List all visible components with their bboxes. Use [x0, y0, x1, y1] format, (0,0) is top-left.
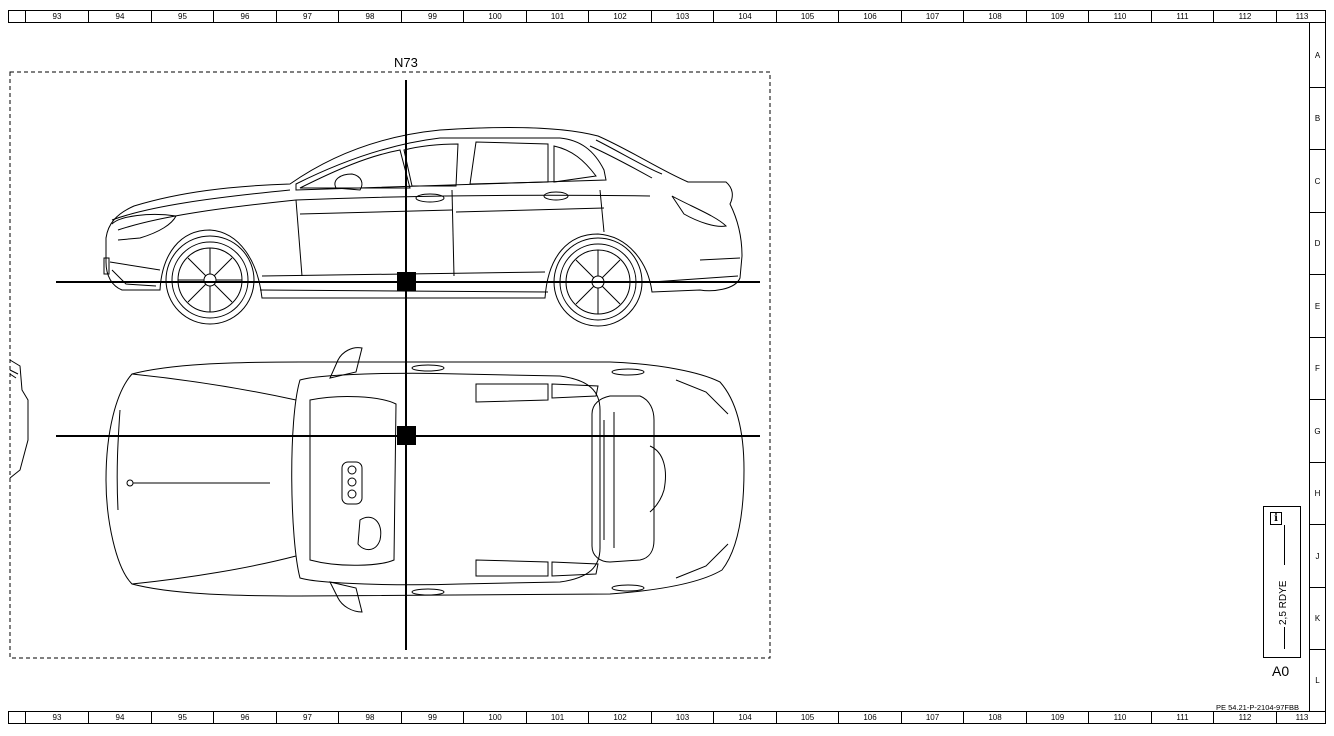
row-ruler-cell: J	[1310, 524, 1325, 587]
row-ruler-cell: H	[1310, 462, 1325, 524]
column-ruler-cell: 103	[651, 11, 713, 22]
column-ruler-cell: 102	[588, 11, 651, 22]
row-ruler-cell: C	[1310, 149, 1325, 212]
top-view	[105, 347, 745, 613]
column-ruler-cell: 100	[463, 712, 526, 723]
column-ruler-cell: 107	[901, 712, 963, 723]
column-ruler-cell: 110	[1088, 11, 1151, 22]
row-ruler-cell: A	[1314, 50, 1321, 60]
row-ruler-cell: F	[1310, 337, 1325, 399]
wire-label: 2,5 RDYE	[1278, 580, 1289, 625]
column-ruler-cell: 108	[963, 712, 1026, 723]
column-ruler-cell: 93	[25, 712, 88, 723]
column-ruler-cell: 111	[1151, 712, 1213, 723]
column-ruler-cell: 97	[276, 712, 338, 723]
row-ruler-cell: K	[1310, 587, 1325, 649]
partial-view-outline	[9, 359, 29, 479]
column-ruler-cell: 102	[588, 712, 651, 723]
column-ruler-bottom: 93 94 95 96 97 98 99 100 101 102 103 104…	[8, 711, 1326, 724]
column-ruler-cell: 113	[1276, 11, 1327, 22]
row-ruler: A B C D E F G H J K L	[1309, 23, 1326, 711]
location-marker-side	[397, 272, 416, 291]
column-ruler-cell: 104	[713, 712, 776, 723]
column-ruler-cell: 105	[776, 11, 838, 22]
column-ruler-cell: 95	[151, 11, 213, 22]
column-ruler-cell: 109	[1026, 11, 1088, 22]
column-ruler-cell: 101	[526, 11, 588, 22]
row-ruler-cell: B	[1310, 87, 1325, 149]
column-ruler-cell: 111	[1151, 11, 1213, 22]
column-ruler-cell: 93	[25, 11, 88, 22]
column-ruler-cell: 98	[338, 11, 401, 22]
column-ruler-cell: 101	[526, 712, 588, 723]
column-ruler-cell: 108	[963, 11, 1026, 22]
column-ruler-cell: 112	[1213, 11, 1276, 22]
document-id: PE 54.21-P-2104-97FBB	[1216, 703, 1299, 712]
connector-box: i 2,5 RDYE	[1263, 506, 1301, 658]
row-ruler-cell: E	[1310, 274, 1325, 337]
component-label: N73	[394, 55, 418, 70]
column-ruler-cell: 99	[401, 11, 463, 22]
column-ruler-cell: 96	[213, 11, 276, 22]
column-ruler-cell: 96	[213, 712, 276, 723]
component-area-frame	[9, 71, 771, 659]
column-ruler-cell: 107	[901, 11, 963, 22]
column-ruler-cell: 103	[651, 712, 713, 723]
row-ruler-cell: D	[1310, 212, 1325, 274]
column-ruler-cell: 110	[1088, 712, 1151, 723]
column-ruler-cell: 98	[338, 712, 401, 723]
column-ruler-cell: 112	[1213, 712, 1276, 723]
column-ruler-cell: 100	[463, 11, 526, 22]
wire-line-upper	[1284, 525, 1285, 565]
connector-label: A0	[1272, 663, 1290, 679]
column-ruler-cell: 104	[713, 11, 776, 22]
column-ruler-cell: 105	[776, 712, 838, 723]
column-ruler-top: 93 94 95 96 97 98 99 100 101 102 103 104…	[8, 10, 1326, 23]
wire-line-lower	[1284, 627, 1285, 649]
side-view	[103, 127, 743, 327]
column-ruler-cell: 97	[276, 11, 338, 22]
column-ruler-cell: 109	[1026, 712, 1088, 723]
location-marker-top	[397, 426, 416, 445]
column-ruler-cell: 106	[838, 11, 901, 22]
column-ruler-cell: 99	[401, 712, 463, 723]
column-ruler-cell: 113	[1276, 712, 1327, 723]
column-ruler-cell: 94	[88, 11, 151, 22]
info-icon[interactable]: i	[1270, 512, 1282, 525]
column-ruler-cell: 94	[88, 712, 151, 723]
column-ruler-cell: 106	[838, 712, 901, 723]
column-ruler-cell: 95	[151, 712, 213, 723]
row-ruler-cell: G	[1310, 399, 1325, 462]
row-ruler-cell: L	[1310, 649, 1325, 711]
